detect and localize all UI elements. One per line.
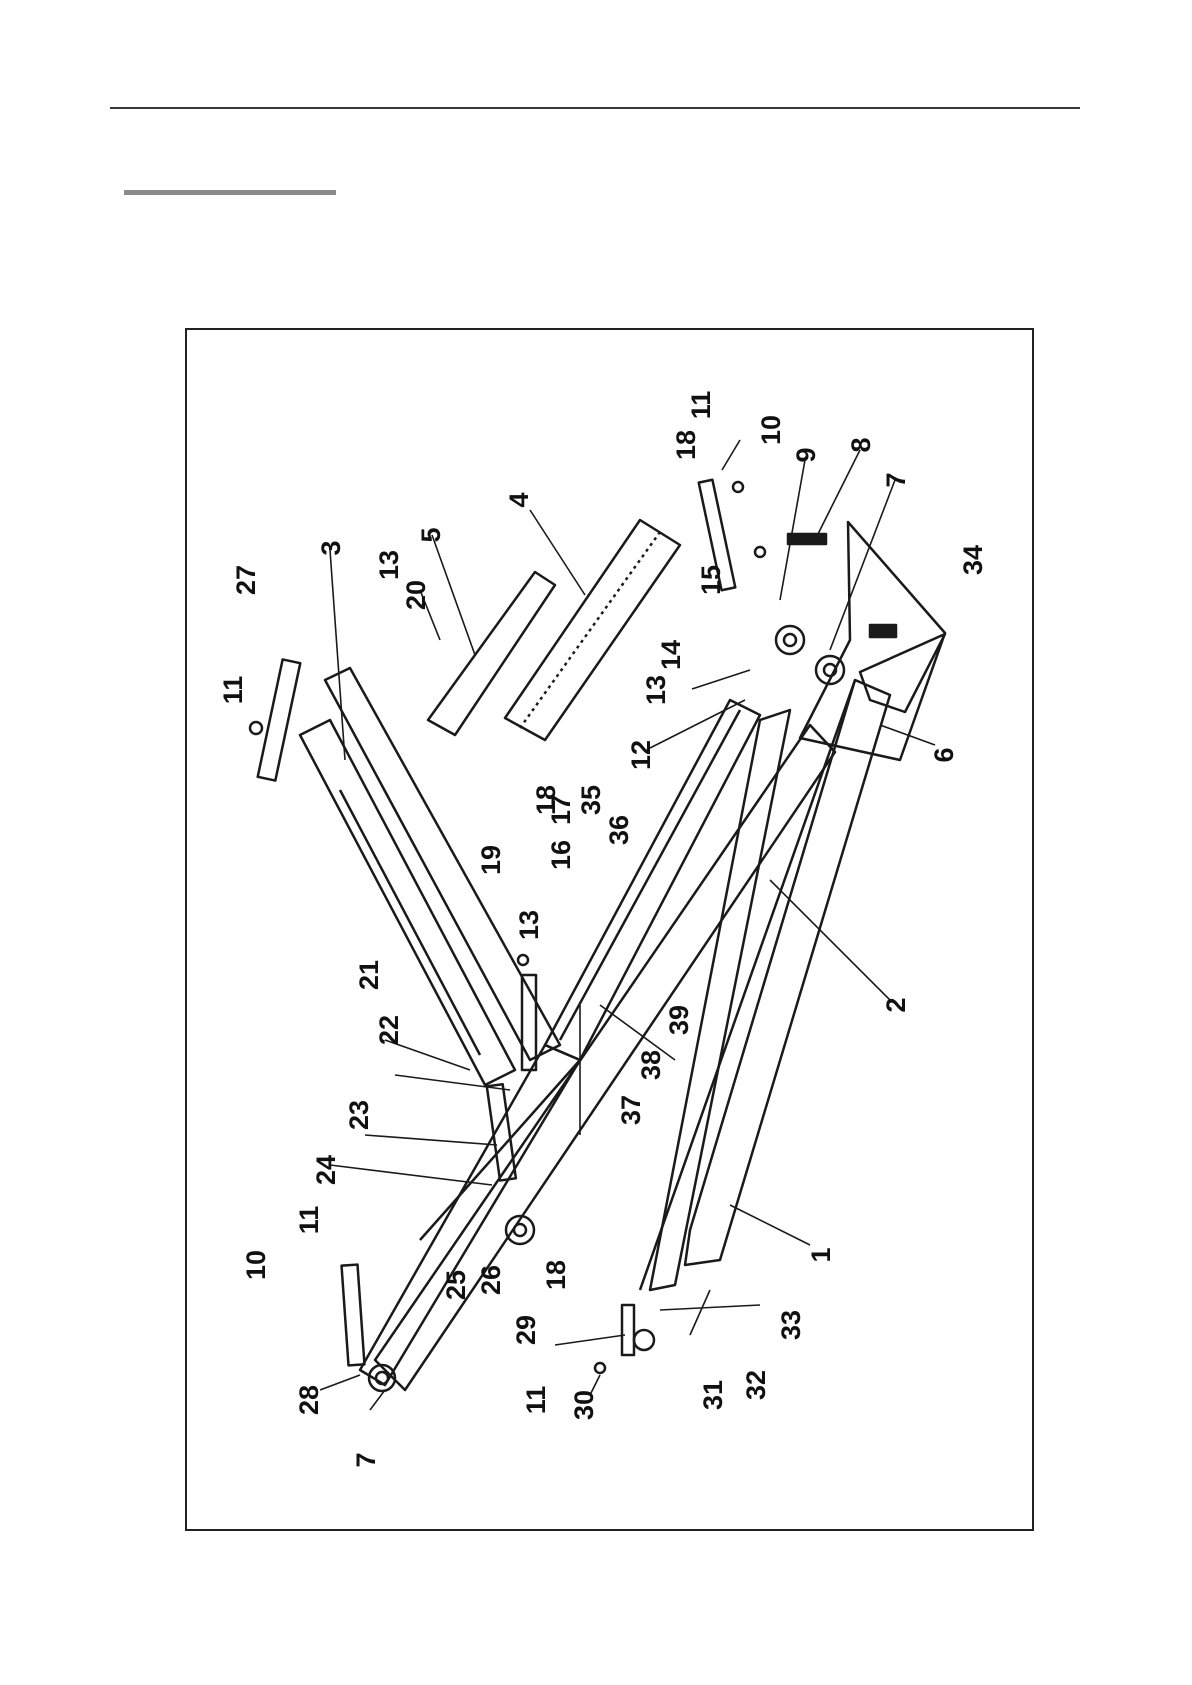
part-label-39: 39 <box>664 1005 694 1035</box>
part-label-29: 29 <box>511 1315 541 1345</box>
part-label-21: 21 <box>354 960 384 990</box>
part-label-11: 11 <box>294 1206 324 1235</box>
part-label-11: 11 <box>218 676 248 705</box>
part-29-rod <box>622 1305 634 1355</box>
part-label-38: 38 <box>636 1050 666 1080</box>
part-label-30: 30 <box>569 1390 599 1420</box>
part-5-bracket <box>428 572 555 735</box>
part-label-9: 9 <box>791 447 821 462</box>
part-label-2: 2 <box>881 997 911 1012</box>
part-label-18: 18 <box>671 430 701 460</box>
part-number-labels: 1234567789101011111111121313131415161718… <box>218 391 988 1468</box>
part-4-rack <box>505 520 680 740</box>
part-label-4: 4 <box>504 492 534 507</box>
part-label-5: 5 <box>416 527 446 542</box>
base-plate <box>800 522 945 760</box>
part-label-24: 24 <box>311 1155 341 1185</box>
base-plate-lower <box>860 634 945 712</box>
part-label-16: 16 <box>546 840 576 870</box>
part-34-spring <box>870 625 896 637</box>
part-label-26: 26 <box>476 1265 506 1295</box>
part-label-12: 12 <box>626 740 656 770</box>
part-label-8: 8 <box>846 437 876 452</box>
part-label-11: 11 <box>686 391 716 420</box>
part-label-13: 13 <box>641 675 671 705</box>
part-label-18: 18 <box>541 1260 571 1290</box>
part-label-25: 25 <box>441 1270 471 1300</box>
part-27-pin <box>258 659 301 780</box>
part-label-19: 19 <box>476 845 506 875</box>
part-label-22: 22 <box>374 1015 404 1045</box>
part-label-18: 18 <box>531 785 561 815</box>
part-label-33: 33 <box>776 1310 806 1340</box>
part-label-31: 31 <box>698 1380 728 1410</box>
parts-drawing <box>250 480 945 1391</box>
part-label-32: 32 <box>741 1370 771 1400</box>
part-label-6: 6 <box>929 747 959 762</box>
part-label-34: 34 <box>958 545 988 575</box>
part-label-3: 3 <box>316 540 346 555</box>
part-label-13: 13 <box>374 550 404 580</box>
part-3-arm <box>300 720 515 1085</box>
part-label-7: 7 <box>881 472 911 487</box>
part-label-35: 35 <box>576 785 606 815</box>
part-8-spring <box>788 534 826 544</box>
part-label-7: 7 <box>351 1452 381 1467</box>
part-1-frame-bar <box>685 680 890 1265</box>
part-label-20: 20 <box>401 580 431 610</box>
part-10-pin-left <box>342 1265 365 1366</box>
part-label-37: 37 <box>616 1095 646 1125</box>
part-label-27: 27 <box>231 565 261 595</box>
part-label-11: 11 <box>521 1386 551 1415</box>
part-label-10: 10 <box>756 415 786 445</box>
part-label-1: 1 <box>806 1247 836 1262</box>
part-label-14: 14 <box>656 640 686 670</box>
part-label-28: 28 <box>294 1385 324 1415</box>
part-23-rod <box>487 1084 516 1180</box>
part-label-23: 23 <box>344 1100 374 1130</box>
part-label-13: 13 <box>514 910 544 940</box>
part-label-10: 10 <box>241 1250 271 1280</box>
part-label-36: 36 <box>604 815 634 845</box>
part-label-15: 15 <box>696 565 726 595</box>
